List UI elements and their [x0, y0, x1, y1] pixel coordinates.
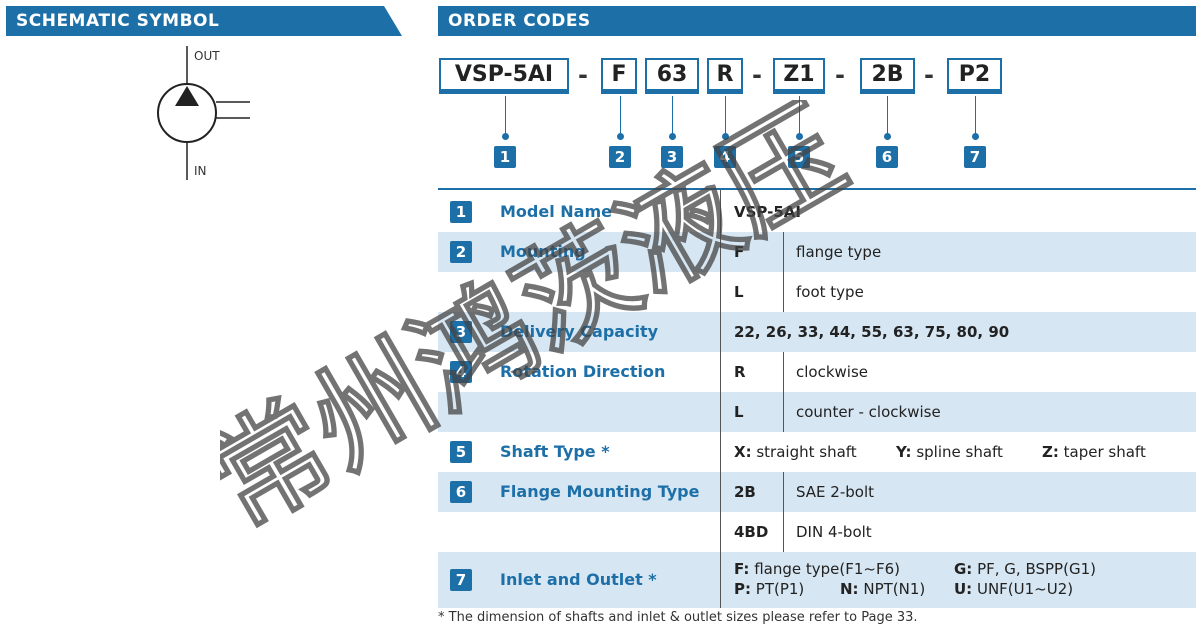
code-box-rotation: R — [707, 58, 743, 94]
option-desc: SAE 2-bolt — [796, 483, 875, 501]
row-rotation-2: L counter - clockwise — [438, 392, 1196, 432]
code-box-mounting: F — [601, 58, 637, 94]
row-mounting-2: L foot type — [438, 272, 1196, 312]
in-label: IN — [194, 164, 207, 178]
pump-schematic-icon — [157, 46, 250, 180]
number-badge-4: 4 — [714, 146, 736, 168]
row-mounting: 2 Mounting F flange type — [438, 232, 1196, 272]
inlet-option-f: F: flange type(F1~F6) — [734, 560, 901, 578]
dash-2: - — [752, 61, 762, 89]
schematic-symbol-header: SCHEMATIC SYMBOL — [6, 6, 402, 36]
code-box-capacity: 63 — [645, 58, 699, 94]
option-code: 2B — [734, 483, 756, 501]
connector-7 — [975, 96, 976, 136]
number-badge-1: 1 — [494, 146, 516, 168]
number-badge-7: 7 — [964, 146, 986, 168]
connector-dot-7 — [972, 133, 979, 140]
order-codes-header: ORDER CODES — [438, 6, 1196, 36]
row-badge: 2 — [450, 241, 472, 263]
row-badge: 5 — [450, 441, 472, 463]
row-inlet-outlet: 7 Inlet and Outlet * F: flange type(F1~F6… — [438, 552, 1196, 608]
option-desc: flange type — [796, 243, 882, 261]
column-divider — [783, 472, 784, 552]
row-label: Model Name — [500, 202, 612, 221]
dash-1: - — [578, 61, 588, 89]
order-code-table: 1 Model Name VSP-5AI 2 Mounting F flange t… — [438, 188, 1196, 608]
inlet-option-p: P: PT(P1) — [734, 580, 805, 598]
dash-3: - — [835, 61, 845, 89]
row-label: Rotation Direction — [500, 362, 666, 381]
dash-4: - — [924, 61, 934, 89]
row-badge: 6 — [450, 481, 472, 503]
code-box-flange: 2B — [860, 58, 915, 94]
connector-dot-4 — [722, 133, 729, 140]
row-shaft-type: 5 Shaft Type * X: straight shaft Y: splin… — [438, 432, 1196, 472]
connector-6 — [887, 96, 888, 136]
option-code: 4BD — [734, 523, 769, 541]
code-box-shaft: Z1 — [773, 58, 825, 94]
connector-dot-3 — [669, 133, 676, 140]
column-divider — [783, 352, 784, 432]
number-badge-2: 2 — [609, 146, 631, 168]
option-desc: clockwise — [796, 363, 869, 381]
option-code: L — [734, 403, 744, 421]
code-box-model: VSP-5AI — [439, 58, 569, 94]
option-code: F — [734, 243, 745, 261]
row-delivery-capacity: 3 Delivery Capacity 22, 26, 33, 44, 55, 6… — [438, 312, 1196, 352]
capacity-values: 22, 26, 33, 44, 55, 63, 75, 80, 90 — [734, 323, 1010, 341]
connector-4 — [725, 96, 726, 136]
row-badge: 1 — [450, 201, 472, 223]
row-model-name: 1 Model Name VSP-5AI — [438, 192, 1196, 232]
option-desc: counter - clockwise — [796, 403, 941, 421]
code-box-inlet: P2 — [947, 58, 1002, 94]
footnote: * The dimension of shafts and inlet & ou… — [438, 610, 918, 625]
row-flange-2: 4BD DIN 4-bolt — [438, 512, 1196, 552]
option-desc: DIN 4-bolt — [796, 523, 872, 541]
connector-dot-1 — [502, 133, 509, 140]
column-divider — [783, 232, 784, 312]
row-badge: 3 — [450, 321, 472, 343]
row-label: Shaft Type * — [500, 442, 610, 461]
row-label: Delivery Capacity — [500, 322, 659, 341]
connector-dot-6 — [884, 133, 891, 140]
shaft-option-y: Y: spline shaft — [896, 443, 1003, 461]
option-code: R — [734, 363, 746, 381]
option-desc: foot type — [796, 283, 864, 301]
option-code: L — [734, 283, 744, 301]
row-badge: 4 — [450, 361, 472, 383]
row-flange-mounting-type: 6 Flange Mounting Type 2B SAE 2-bolt — [438, 472, 1196, 512]
number-badge-3: 3 — [661, 146, 683, 168]
out-label: OUT — [194, 49, 220, 63]
row-label: Mounting — [500, 242, 586, 261]
model-value: VSP-5AI — [734, 203, 801, 221]
connector-1 — [505, 96, 506, 136]
number-badge-6: 6 — [876, 146, 898, 168]
column-divider — [720, 190, 721, 608]
row-badge: 7 — [450, 569, 472, 591]
connector-dot-2 — [617, 133, 624, 140]
number-badge-5: 5 — [788, 146, 810, 168]
inlet-option-g: G: PF, G, BSPP(G1) — [954, 560, 1096, 578]
row-rotation-direction: 4 Rotation Direction R clockwise — [438, 352, 1196, 392]
connector-5 — [799, 96, 800, 136]
shaft-option-z: Z: taper shaft — [1042, 443, 1146, 461]
inlet-option-n: N: NPT(N1) — [840, 580, 926, 598]
connector-dot-5 — [796, 133, 803, 140]
inlet-option-u: U: UNF(U1~U2) — [954, 580, 1074, 598]
row-label: Inlet and Outlet * — [500, 570, 657, 589]
row-label: Flange Mounting Type — [500, 482, 700, 501]
shaft-option-x: X: straight shaft — [734, 443, 857, 461]
connector-2 — [620, 96, 621, 136]
connector-3 — [672, 96, 673, 136]
